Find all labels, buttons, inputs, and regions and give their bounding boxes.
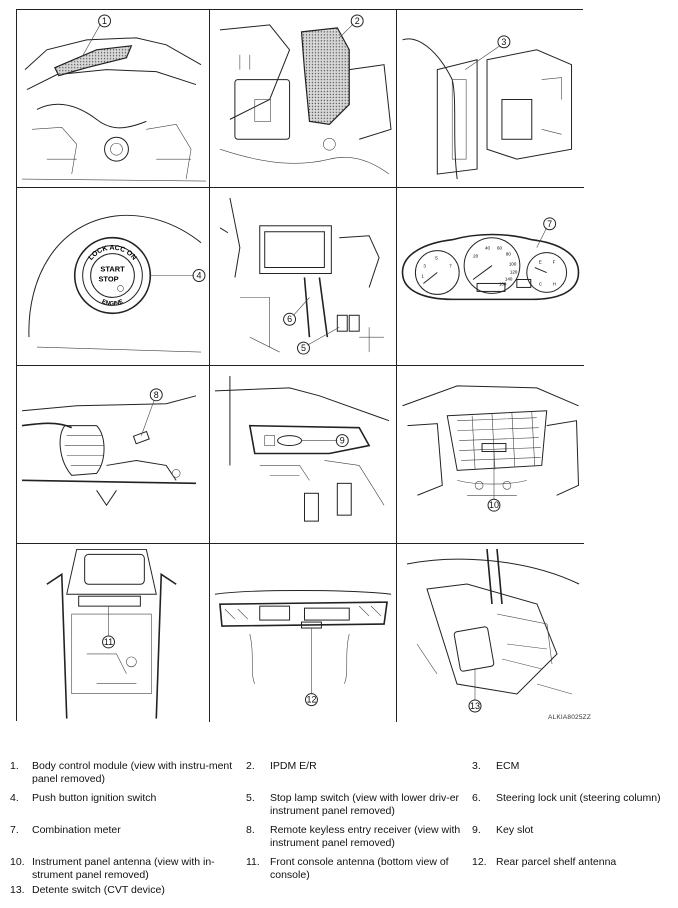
console-antenna-illustration: 11 [46, 548, 177, 719]
panel-instrument-antenna: 10 [397, 366, 584, 544]
ignition-switch-illustration: LOCK ACC ON START STOP ENGINE 4 [28, 214, 206, 353]
panel-ipdm-er: 2 [210, 10, 397, 188]
legend-text: Remote keyless entry receiver (view with… [270, 824, 461, 849]
legend-number: 6. [472, 792, 481, 804]
legend-text: Steering lock unit (steering column) [496, 792, 661, 804]
legend-number: 1. [10, 760, 19, 772]
meter-tick-40: 40 [485, 246, 490, 251]
meter-tach-1: 1 [421, 273, 424, 278]
ignition-stop-label: STOP [98, 274, 118, 283]
callout-11: 11 [104, 637, 113, 647]
panel-ecm: 3 [397, 10, 584, 188]
legend-text: Front console antenna (bottom view of co… [270, 856, 449, 881]
meter-tick-60: 60 [497, 246, 502, 251]
callout-7: 7 [547, 219, 552, 229]
callout-13: 13 [470, 701, 480, 711]
legend-number: 2. [246, 760, 255, 772]
callout-6: 6 [287, 314, 292, 324]
legend-number: 9. [472, 824, 481, 836]
meter-fuel-f: F [553, 260, 556, 265]
callout-12: 12 [306, 695, 316, 705]
bcm-illustration: 1 [22, 14, 206, 182]
legend-text: Body control module (view with instru-me… [32, 760, 233, 785]
meter-tick-120: 120 [510, 270, 518, 275]
callout-3: 3 [501, 37, 506, 47]
stop-lamp-illustration: 6 5 [219, 197, 385, 355]
meter-tick-100: 100 [509, 262, 517, 267]
panel-front-console-antenna: 11 [17, 544, 210, 722]
ip-antenna-illustration: 10 [402, 385, 580, 512]
meter-tach-5: 5 [435, 256, 438, 261]
legend-text: Rear parcel shelf antenna [496, 856, 617, 868]
legend-number: 5. [246, 792, 255, 804]
legend-text: IPDM E/R [270, 760, 317, 772]
meter-tach-3: 3 [423, 264, 426, 269]
meter-tach-7: 7 [449, 264, 452, 269]
meter-tick-140: 140 [505, 276, 513, 281]
figure-id: ALKIA8025ZZ [548, 714, 592, 721]
panel-body-control-module: 1 [17, 10, 210, 188]
legend-row: 10. Instrument panel antenna (view with … [10, 856, 670, 886]
combination-meter-illustration: 40 20 60 80 100 120 140 160 1 3 5 7 E F … [401, 217, 580, 301]
callout-1: 1 [102, 16, 107, 26]
meter-temp-c: C [539, 281, 543, 286]
callout-5: 5 [301, 343, 306, 353]
legend-text: Combination meter [32, 824, 121, 836]
callout-9: 9 [340, 436, 345, 446]
meter-fuel-e: E [539, 260, 542, 265]
meter-tick-20: 20 [473, 254, 478, 259]
meter-tick-80: 80 [506, 252, 511, 257]
ecm-illustration: 3 [402, 35, 573, 180]
legend-number: 3. [472, 760, 481, 772]
legend-number: 11. [246, 856, 260, 868]
legend-text: Detente switch (CVT device) [32, 884, 165, 896]
panel-push-button-ignition: LOCK ACC ON START STOP ENGINE 4 [17, 188, 210, 366]
rke-receiver-illustration: 8 [21, 388, 197, 507]
legend-text: Key slot [496, 824, 534, 836]
legend-row: 13. Detente switch (CVT device) [10, 884, 670, 908]
callout-8: 8 [154, 390, 159, 400]
ignition-engine-label: ENGINE [101, 299, 125, 308]
callout-10: 10 [489, 500, 499, 510]
panel-rear-parcel-antenna: 12 [210, 544, 397, 722]
legend-number: 10. [10, 856, 25, 868]
legend-number: 4. [10, 792, 19, 804]
legend-number: 7. [10, 824, 19, 836]
callout-2: 2 [355, 16, 360, 26]
panel-combination-meter: 40 20 60 80 100 120 140 160 1 3 5 7 E F … [397, 188, 584, 366]
panel-detente-switch: 13 [397, 544, 584, 722]
legend-number: 12. [472, 856, 487, 868]
legend-text: Push button ignition switch [32, 792, 157, 804]
meter-temp-h: H [553, 281, 556, 286]
panel-stop-lamp-steering-lock: 6 5 [210, 188, 397, 366]
legend-number: 13. [10, 884, 25, 896]
ipdm-illustration: 2 [219, 14, 392, 175]
callout-4: 4 [197, 271, 202, 281]
parcel-antenna-illustration: 12 [214, 589, 392, 707]
panel-key-slot: 9 [210, 366, 397, 544]
ignition-start-label: START [100, 265, 125, 274]
legend-number: 8. [246, 824, 255, 836]
legend-row: 7. Combination meter 8. Remote keyless e… [10, 824, 670, 854]
panel-remote-keyless-receiver: 8 [17, 366, 210, 544]
legend-text: ECM [496, 760, 520, 772]
legend-row: 4. Push button ignition switch 5. Stop l… [10, 792, 670, 822]
legend-text: Stop lamp switch (view with lower driv-e… [270, 792, 460, 817]
detente-switch-illustration: 13 [406, 548, 580, 713]
key-slot-illustration: 9 [214, 375, 390, 522]
illustration-grid: 1 2 3 [16, 9, 584, 722]
legend-row: 1. Body control module (view with instru… [10, 760, 670, 790]
legend-text: Instrument panel antenna (view with in-s… [32, 856, 215, 881]
